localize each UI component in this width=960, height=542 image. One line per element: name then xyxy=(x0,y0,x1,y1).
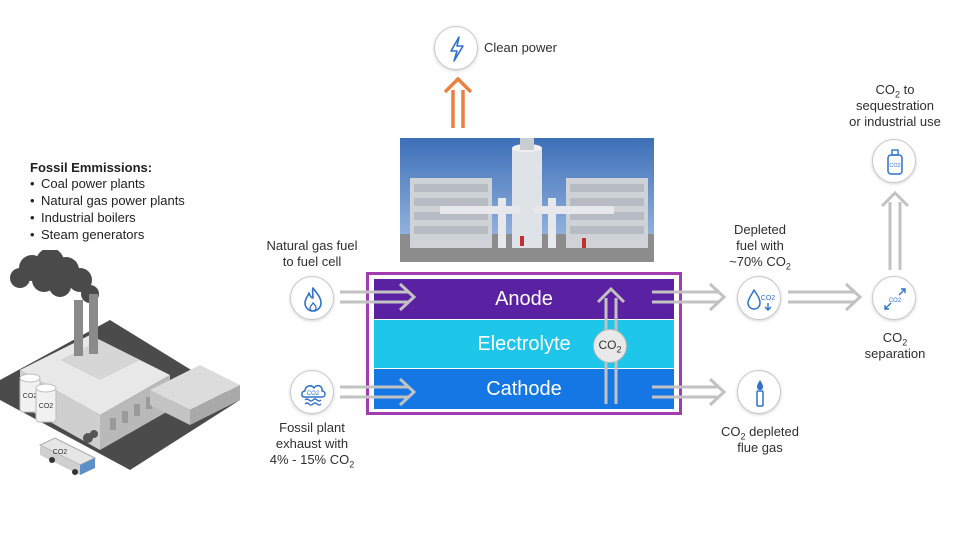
co2-bubble-sub: 2 xyxy=(616,344,622,355)
depleted-fuel-line3: ~70% CO2 xyxy=(700,254,820,272)
natural-gas-label: Natural gas fuel to fuel cell xyxy=(252,238,372,270)
emissions-item: Natural gas power plants xyxy=(30,192,250,209)
sequestration-line1: CO2 to xyxy=(830,82,960,100)
depleted-fuel-line2: fuel with xyxy=(736,238,784,253)
lightning-icon xyxy=(434,26,478,70)
exhaust-line3-sub: 2 xyxy=(349,459,355,470)
exhaust-line3-text: 4% - 15% CO xyxy=(269,452,350,467)
sequestration-line1-sub: 2 xyxy=(895,89,901,100)
tank-label: CO2 xyxy=(39,403,54,410)
tank-label: CO2 xyxy=(23,393,38,400)
separation-icon-label: CO2 xyxy=(889,298,902,304)
exhaust-label: Fossil plant exhaust with 4% - 15% CO2 xyxy=(252,420,372,470)
fuel-in-arrow xyxy=(340,282,417,312)
clean-power-label: Clean power xyxy=(484,40,557,55)
exhaust-line3: 4% - 15% CO2 xyxy=(252,452,372,470)
sequestration-line2: sequestration xyxy=(855,98,935,113)
flame-icon xyxy=(290,276,334,320)
emissions-list: Coal power plants Natural gas power plan… xyxy=(30,175,250,243)
natural-gas-line2: to fuel cell xyxy=(282,254,342,269)
truck-label: CO2 xyxy=(53,449,68,456)
fuel-cell-plant-photo xyxy=(400,138,654,262)
natural-gas-line1: Natural gas fuel xyxy=(266,238,358,253)
emissions-block: Fossil Emmissions: Coal power plants Nat… xyxy=(30,160,250,243)
electrolyte-label: Electrolyte xyxy=(477,333,571,355)
flue-gas-line1-suffix: depleted xyxy=(745,424,799,439)
co2-truck: CO2 xyxy=(38,437,97,475)
to-separation-arrow xyxy=(788,282,863,312)
anode-layer: Anode xyxy=(374,279,674,319)
separation-line1-sub: 2 xyxy=(902,337,908,348)
chimney xyxy=(89,294,98,354)
exhaust-in-arrow xyxy=(340,377,417,407)
sequestration-line1-text: CO xyxy=(875,82,896,97)
sequestration-line1-suffix: to xyxy=(900,82,915,97)
separation-label: CO2 separation xyxy=(840,330,950,362)
candle-flame-icon xyxy=(737,370,781,414)
exhaust-line1: Fossil plant xyxy=(279,420,345,435)
sequestration-line3: or industrial use xyxy=(849,114,941,129)
storage-tank-icon: CO2 xyxy=(872,139,916,183)
flue-gas-label: CO2 depleted flue gas xyxy=(700,424,820,456)
co2-tank: CO2 xyxy=(35,383,57,423)
exhaust-line2: exhaust with xyxy=(275,436,349,451)
emissions-item: Coal power plants xyxy=(30,175,250,192)
flue-gas-arrow xyxy=(652,377,727,407)
flue-gas-line1: CO2 depleted xyxy=(700,424,820,442)
co2-bubble: CO2 xyxy=(593,329,627,363)
depleted-fuel-label: Depleted fuel with ~70% CO2 xyxy=(700,222,820,272)
factory-illustration: CO2 CO2 CO2 xyxy=(0,250,240,475)
emissions-item: Industrial boilers xyxy=(30,209,250,226)
electrolyte-layer: Electrolyte xyxy=(374,320,674,368)
sequestration-label: CO2 to sequestration or industrial use xyxy=(830,82,960,130)
depleted-fuel-line3-text: ~70% CO xyxy=(729,254,786,269)
smoke-cloud xyxy=(10,250,99,303)
fuel-drop-label: CO2 xyxy=(761,295,776,302)
separation-icon: CO2 xyxy=(872,276,916,320)
cathode-label: Cathode xyxy=(486,378,562,400)
to-sequestration-arrow xyxy=(880,190,910,270)
separation-line1: CO2 xyxy=(840,330,950,348)
cathode-layer: Cathode xyxy=(374,369,674,409)
depleted-fuel-line3-sub: 2 xyxy=(785,261,791,272)
chimney xyxy=(74,300,83,356)
co2-bubble-text: CO xyxy=(598,338,617,352)
bottle-label: CO2 xyxy=(889,163,900,169)
fuel-co2-icon: CO2 xyxy=(737,276,781,320)
fuel-cell-stack: Anode Electrolyte Cathode xyxy=(366,272,682,415)
anode-label: Anode xyxy=(495,288,553,310)
flue-gas-line1-text: CO xyxy=(720,424,741,439)
flue-gas-line1-sub: 2 xyxy=(740,431,746,442)
depleted-fuel-arrow xyxy=(652,282,727,312)
emissions-item: Steam generators xyxy=(30,226,250,243)
separation-line2: separation xyxy=(864,346,926,361)
clean-power-arrow xyxy=(443,76,473,128)
co2-tank: CO2 xyxy=(19,373,41,413)
separation-line1-text: CO xyxy=(882,330,903,345)
exhaust-cloud-icon: CO2 xyxy=(290,370,334,414)
flue-gas-line2: flue gas xyxy=(737,440,783,455)
emissions-title: Fossil Emmissions: xyxy=(30,160,153,175)
cloud-label: CO2 xyxy=(307,391,320,397)
depleted-fuel-line1: Depleted xyxy=(733,222,787,237)
